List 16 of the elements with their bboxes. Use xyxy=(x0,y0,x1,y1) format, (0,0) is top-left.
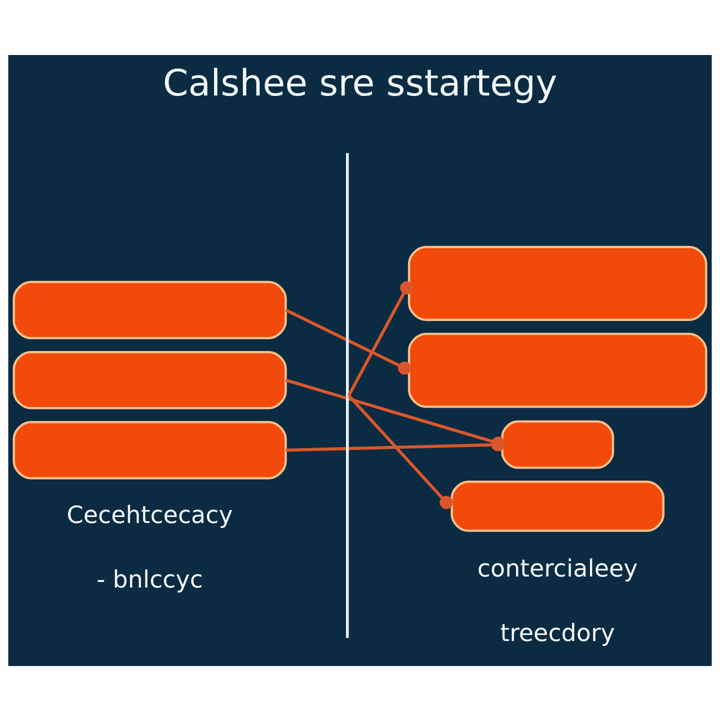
node-box xyxy=(408,332,708,408)
node-box xyxy=(408,245,708,320)
node-box xyxy=(12,350,287,409)
label: Cecehtcecacy xyxy=(66,500,233,529)
node-box xyxy=(501,420,614,468)
connector xyxy=(285,308,412,374)
node-box xyxy=(12,420,287,479)
node-box xyxy=(12,280,287,339)
label: contercialeey xyxy=(477,554,638,582)
label: treecdory xyxy=(500,618,615,646)
diagram-title: Calshee sre sstartegy xyxy=(162,60,558,104)
connector xyxy=(348,394,453,509)
label: - bnlccyc xyxy=(96,565,203,594)
connector xyxy=(347,280,414,396)
node-box xyxy=(450,480,665,532)
node-bar xyxy=(346,152,349,638)
